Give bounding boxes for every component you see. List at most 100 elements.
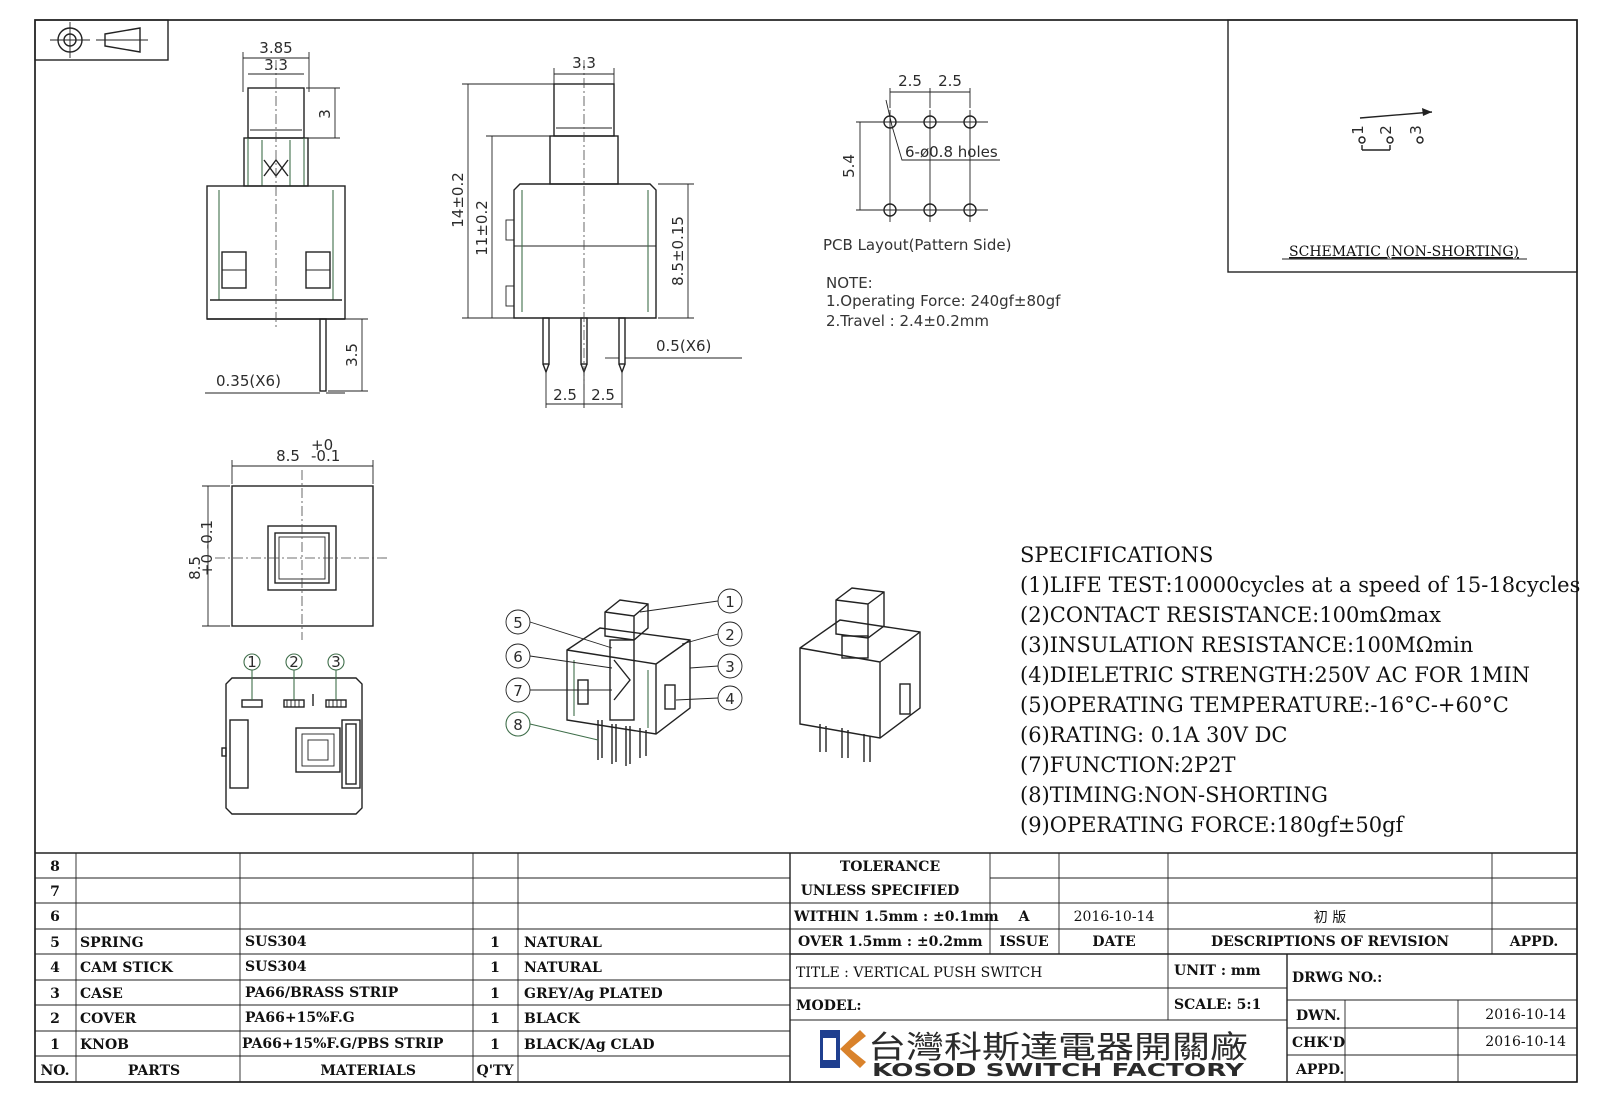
bom-material-4: SUS304: [245, 959, 307, 975]
bom-material-5: SUS304: [245, 934, 307, 950]
schematic-pin-2: 2: [1377, 125, 1395, 135]
bom-table: 8 7 6 5 SPRING SUS304 1 NATURAL 4 CAM ST…: [35, 852, 1577, 1082]
bom-qty-2: 1: [490, 1011, 500, 1027]
svg-text:1: 1: [725, 593, 735, 611]
dim-pcb-pitch-a: 2.5: [898, 72, 922, 90]
bom-part-2: COVER: [80, 1011, 137, 1027]
top-view: 8.5 +0 -0.1 8.5 +0 -0.1: [186, 436, 390, 640]
col-description: DESCRIPTIONS OF REVISION: [1211, 934, 1449, 950]
bottom-pin-2: 2: [289, 653, 299, 671]
dim-pcb-pitch-b: 2.5: [938, 72, 962, 90]
schematic-pin-1: 1: [1349, 125, 1367, 135]
dim-side-pin-len: 3.5: [343, 343, 361, 367]
bom-header-qty: Q'TY: [477, 1063, 515, 1079]
callout-4: 4: [675, 685, 743, 711]
svg-text:4: 4: [725, 690, 735, 708]
bom-no-6: 6: [50, 909, 60, 925]
projection-symbol-icon: [34, 19, 169, 61]
dim-front-pin-w: 0.5(X6): [656, 337, 711, 355]
bom-header-materials: MATERIALS: [320, 1063, 416, 1079]
bom-finish-2: BLACK: [524, 1011, 581, 1027]
rev-description: 初 版: [1314, 909, 1346, 926]
spec-item-3: (3)INSULATION RESISTANCE:100MΩmin: [1020, 633, 1473, 657]
dim-top-width-tol-upper: +0: [311, 436, 333, 454]
drwg-no-label: DRWG NO.:: [1292, 970, 1382, 986]
col-appd: APPD.: [1509, 934, 1558, 950]
company-logo: [820, 1030, 866, 1068]
dim-top-height: 8.5: [186, 556, 204, 580]
dim-front-pitch-a: 2.5: [553, 386, 577, 404]
unit-label: UNIT : mm: [1174, 963, 1261, 979]
dim-side-top-outer: 3.85: [259, 39, 292, 57]
spec-item-1: (1)LIFE TEST:10000cycles at a speed of 1…: [1020, 573, 1580, 597]
drawing-title: TITLE : VERTICAL PUSH SWITCH: [796, 965, 1042, 981]
company-name-en: KOSOD SWITCH FACTORY: [872, 1060, 1245, 1081]
rev-issue: A: [1018, 909, 1031, 925]
spec-item-8: (8)TIMING:NON-SHORTING: [1020, 783, 1328, 807]
rev-date: 2016-10-14: [1074, 909, 1155, 925]
bom-header-parts: PARTS: [128, 1063, 180, 1079]
dim-front-pitch-b: 2.5: [591, 386, 615, 404]
side-view: 3.85 3.3 3 3.5 0.35(X6): [205, 39, 368, 394]
svg-text:8: 8: [513, 716, 523, 734]
spec-item-6: (6)RATING: 0.1A 30V DC: [1020, 723, 1287, 747]
callout-5: 5: [505, 609, 613, 649]
dim-top-height-tol: +0 -0.1: [198, 520, 216, 576]
bottom-view: 1 2 3: [221, 653, 363, 815]
bom-qty-5: 1: [490, 935, 500, 951]
callout-7: 7: [505, 677, 612, 703]
bom-qty-4: 1: [490, 960, 500, 976]
bom-header-no: NO.: [40, 1063, 69, 1079]
bom-material-2: PA66+15%F.G: [245, 1010, 355, 1026]
callout-2: 2: [681, 621, 743, 647]
col-date: DATE: [1092, 934, 1135, 950]
bom-part-5: SPRING: [80, 935, 144, 951]
title-block: TOLERANCE UNLESS SPECIFIED WITHIN 1.5mm …: [790, 853, 1577, 1082]
bom-part-4: CAM STICK: [80, 960, 174, 976]
svg-text:6: 6: [513, 648, 523, 666]
dim-front-total-h: 14±0.2: [449, 172, 467, 228]
drawing-frame: [34, 19, 1578, 1083]
assembled-iso-view: [799, 587, 921, 762]
note-line-2: 2.Travel : 2.4±0.2mm: [826, 312, 989, 330]
callout-6: 6: [505, 643, 613, 669]
pcb-holes: [878, 110, 988, 222]
dim-front-case-h: 8.5±0.15: [669, 216, 687, 286]
front-view: 3.3 14±0.2 11±0.2 8.5±0.15 0.5(X6) 2.5 2…: [449, 54, 742, 408]
schematic-title: SCHEMATIC (NON-SHORTING): [1289, 244, 1519, 260]
bom-no-7: 7: [50, 884, 60, 900]
chkd-label: CHK'D: [1292, 1035, 1345, 1051]
bom-no-5: 5: [50, 935, 60, 951]
dim-side-knob-h: 3: [316, 109, 334, 119]
note-title: NOTE:: [826, 274, 873, 292]
callout-1: 1: [639, 588, 743, 614]
spec-item-5: (5)OPERATING TEMPERATURE:-16°C-+60°C: [1020, 693, 1509, 717]
pcb-holes-label: 6-ø0.8 holes: [905, 143, 998, 161]
exploded-iso-view: 1 2 3 4 5 6 7 8: [505, 588, 743, 766]
pcb-caption: PCB Layout(Pattern Side): [823, 236, 1011, 254]
dim-top-width-tol-lower: -0.1: [311, 447, 340, 465]
bom-no-1: 1: [50, 1037, 60, 1053]
bottom-pin-3: 3: [331, 653, 341, 671]
bom-material-1: PA66+15%F.G/PBS STRIP: [242, 1036, 444, 1052]
dim-pcb-row-gap: 5.4: [840, 154, 858, 178]
bom-no-4: 4: [50, 960, 60, 976]
appd-label: APPD.: [1295, 1062, 1344, 1078]
spec-item-7: (7)FUNCTION:2P2T: [1020, 753, 1236, 777]
dim-front-top: 3.3: [572, 54, 596, 72]
svg-text:2: 2: [725, 626, 735, 644]
dim-side-pin-w: 0.35(X6): [216, 372, 281, 390]
dim-side-top-inner: 3.3: [264, 56, 288, 74]
bom-material-3: PA66/BRASS STRIP: [245, 985, 399, 1001]
spec-item-2: (2)CONTACT RESISTANCE:100mΩmax: [1020, 603, 1441, 627]
tolerance-line-2: UNLESS SPECIFIED: [801, 883, 960, 899]
dim-front-body-h: 11±0.2: [473, 200, 491, 256]
schematic-pin-3: 3: [1407, 125, 1425, 135]
spec-item-4: (4)DIELETRIC STRENGTH:250V AC FOR 1MIN: [1020, 663, 1530, 687]
callout-8: 8: [505, 711, 599, 741]
scale-label: SCALE: 5:1: [1174, 997, 1261, 1013]
model-label: MODEL:: [796, 998, 862, 1014]
bottom-pin-1: 1: [247, 653, 257, 671]
dwn-label: DWN.: [1296, 1008, 1341, 1024]
